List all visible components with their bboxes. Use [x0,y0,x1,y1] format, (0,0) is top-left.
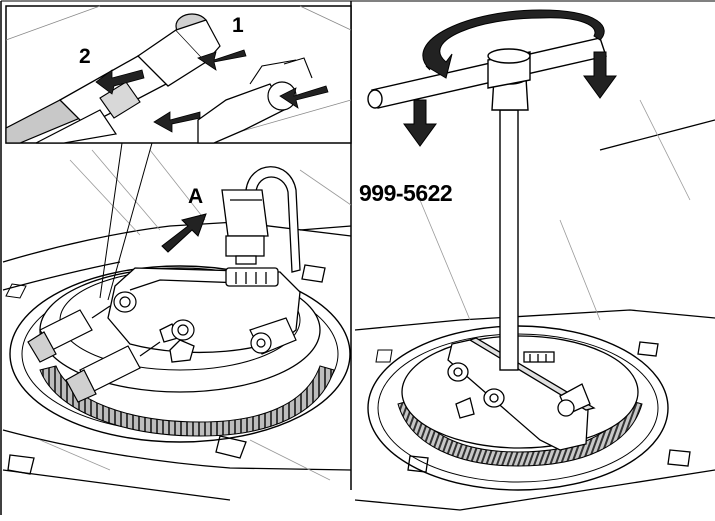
callout-a: A [188,185,204,208]
down-arrow-right [583,51,617,99]
callout-2: 2 [79,45,91,68]
detail-inset [5,5,352,144]
inset-leader-lines [99,142,153,301]
down-arrow-left [403,99,437,147]
left-tank-plate [2,221,352,501]
t-handle-tool [367,37,607,371]
arrow-pull-lower [153,111,201,133]
arrow-pull-2 [95,69,145,95]
arrow-push-lower [279,85,329,109]
tool-number-label: 999-5622 [359,180,453,206]
rotation-arrow [422,9,605,79]
arrow-push-1 [197,49,247,71]
left-fuel-hoses [27,305,161,403]
arrow-a [161,213,207,253]
left-port-fittings [113,291,297,355]
right-plate-shading [419,99,691,321]
callout-1: 1 [232,14,244,37]
plate-shading [39,149,352,481]
special-tool-head [447,337,596,451]
electrical-connector [221,166,301,273]
